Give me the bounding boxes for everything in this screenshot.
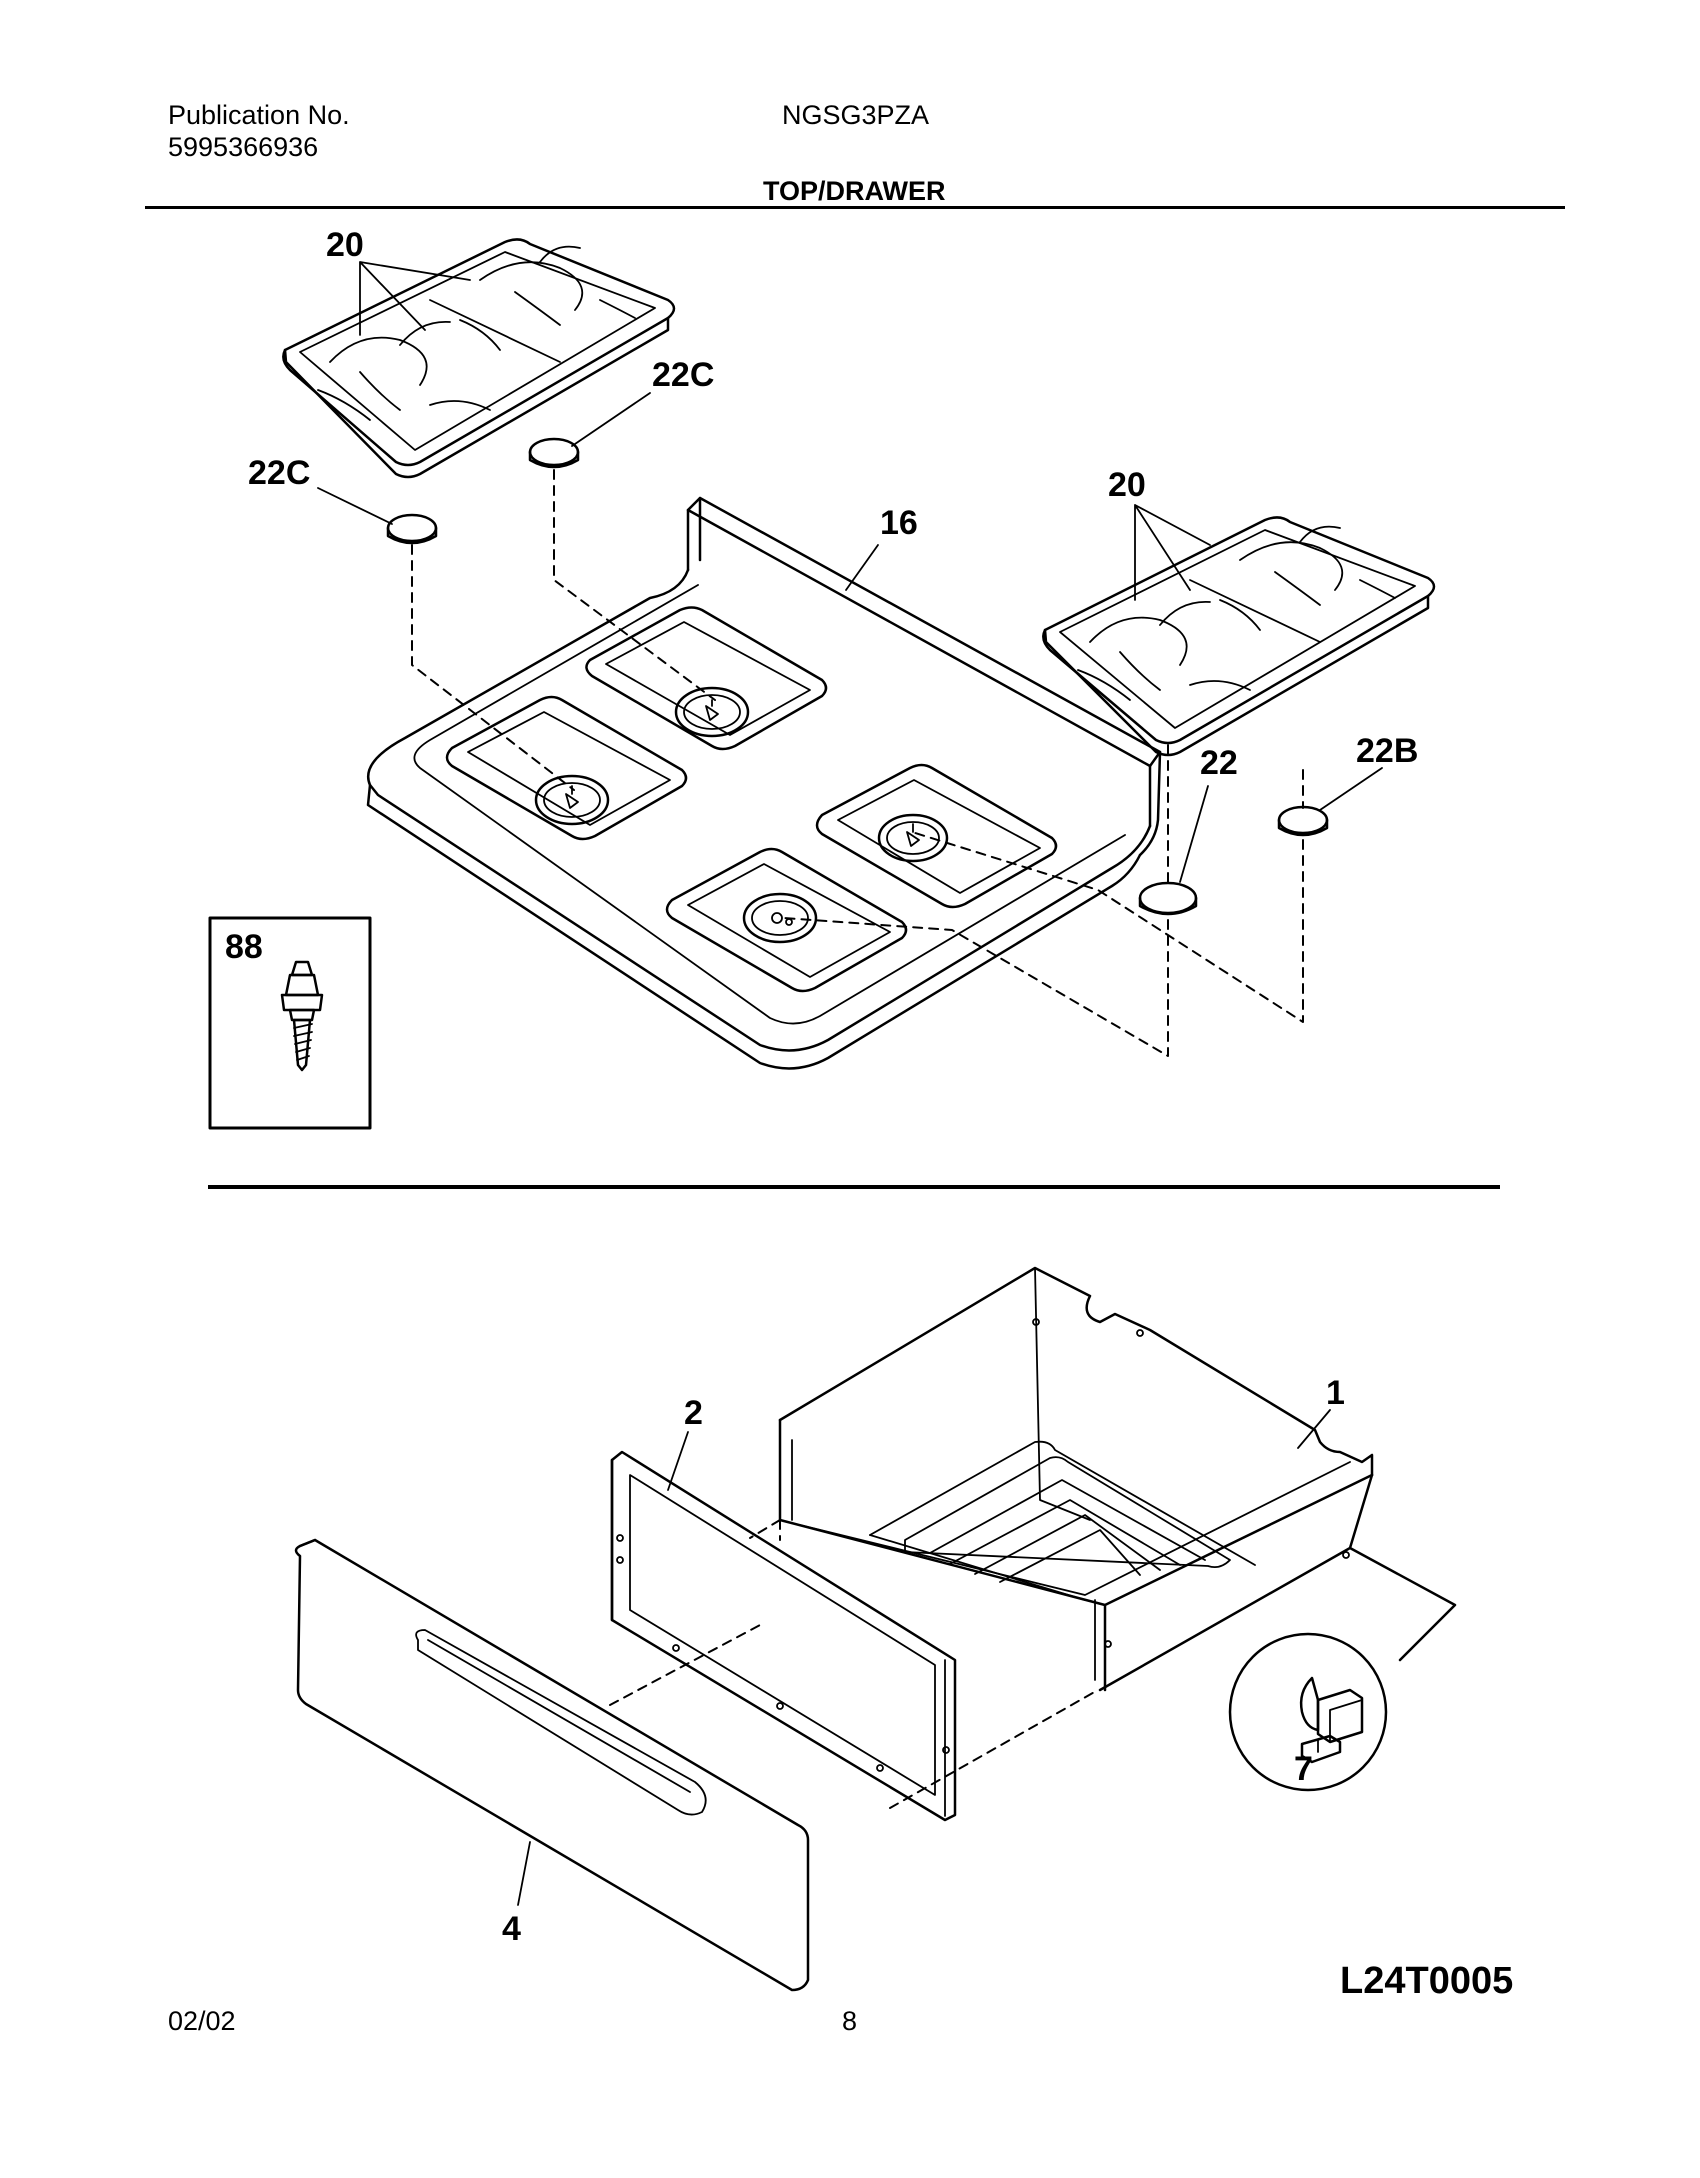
callout-drawer-liner: 2 (684, 1394, 703, 1432)
model-number: NGSG3PZA (782, 100, 930, 130)
foot-22c-upper (528, 437, 580, 469)
leader-lines-drawer (517, 1409, 1331, 1906)
foot-22c-left (386, 513, 438, 545)
callout-cooktop: 16 (880, 504, 918, 542)
clip-icon (1299, 1676, 1364, 1764)
drawer-liner (610, 1450, 957, 1822)
callout-foot-22: 22 (1200, 744, 1238, 782)
header-rule (145, 206, 1565, 209)
callout-drawer-front: 4 (502, 1910, 521, 1948)
cooktop-part (366, 496, 1162, 1070)
foot-22b (1277, 805, 1329, 837)
callout-grate-left: 20 (326, 226, 364, 264)
callout-screw: 88 (225, 928, 263, 966)
footer-date: 02/02 (168, 2006, 236, 2036)
publication-label: Publication No. (168, 100, 350, 130)
callout-drawer-body: 1 (1326, 1374, 1345, 1412)
screw-inset (208, 916, 372, 1130)
alignment-lines-drawer (609, 1519, 1099, 1809)
clip-detail (1228, 1546, 1457, 1792)
burner-well-right-rear (815, 763, 1058, 909)
burner-well-left-rear (585, 606, 828, 751)
screw-icon (280, 960, 324, 1072)
callout-foot-upper: 22C (652, 356, 714, 394)
alignment-lines-top (411, 469, 1304, 1057)
burner-well-right-front (665, 847, 908, 993)
foot-22 (1138, 881, 1198, 916)
publication-number: 5995366936 (168, 132, 319, 162)
burner-well-left-front (445, 695, 688, 841)
grate-right (1042, 516, 1436, 757)
leader-lines-top (317, 261, 1383, 883)
callout-foot-left: 22C (248, 454, 310, 492)
diagram-code: L24T0005 (1340, 1960, 1513, 2002)
section-divider (208, 1185, 1500, 1189)
callout-foot-22b: 22B (1356, 732, 1418, 770)
page-number: 8 (842, 2006, 858, 2036)
callout-labels: 20 22C 22C 16 20 22 22B 88 2 1 4 7 L24T0… (225, 226, 1513, 2002)
callout-clip: 7 (1294, 1750, 1313, 1788)
grate-left (282, 238, 676, 479)
callout-grate-right: 20 (1108, 466, 1146, 504)
section-title: TOP/DRAWER (763, 176, 946, 206)
drawer-body (778, 1266, 1374, 1692)
drawer-front (294, 1538, 810, 1992)
